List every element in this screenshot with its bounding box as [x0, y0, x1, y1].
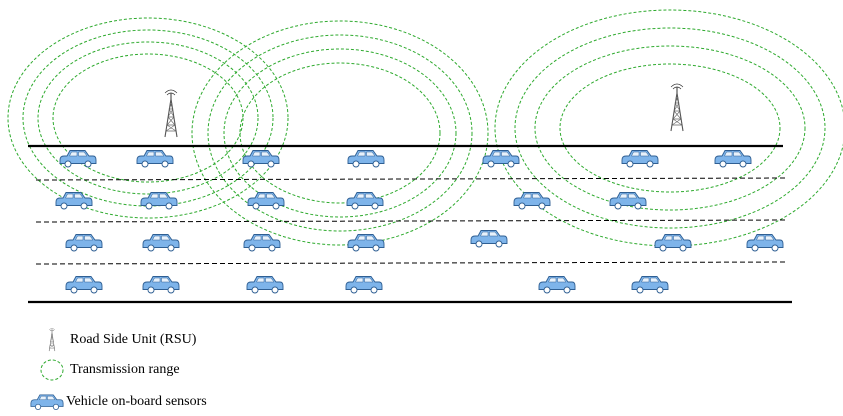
car-icon: [142, 276, 180, 294]
rsu-tower-icon: [670, 83, 684, 132]
transmission-range-ring: [239, 62, 441, 204]
car-icon: [243, 234, 281, 252]
car-icon: [609, 192, 647, 210]
legend-rsu: Road Side Unit (RSU): [38, 328, 196, 352]
transmission-range-ring: [207, 34, 473, 232]
legend-vehicle-label: Vehicle on-board sensors: [66, 394, 207, 409]
car-icon: [136, 150, 174, 168]
transmission-range-ring: [7, 17, 289, 219]
car-icon: [513, 192, 551, 210]
rsu-tower-icon: [38, 328, 66, 352]
transmission-range-ring: [534, 45, 806, 211]
legend-vehicle: Vehicle on-board sensors: [30, 390, 207, 414]
car-icon: [621, 150, 659, 168]
car-icon: [470, 230, 508, 248]
car-icon: [347, 234, 385, 252]
transmission-range-ring: [52, 53, 244, 183]
transmission-range-ring: [191, 20, 489, 246]
car-icon: [345, 276, 383, 294]
lane-divider: [35, 177, 789, 181]
car-icon: [142, 234, 180, 252]
transmission-range-ring: [514, 27, 826, 229]
car-icon: [246, 276, 284, 294]
car-icon: [346, 192, 384, 210]
lane-divider: [35, 219, 789, 223]
car-icon: [631, 276, 669, 294]
car-icon: [654, 234, 692, 252]
car-icon: [59, 150, 97, 168]
transmission-range-icon: [38, 358, 66, 382]
legend-rsu-label: Road Side Unit (RSU): [70, 332, 197, 347]
car-icon: [247, 192, 285, 210]
transmission-range-ring: [223, 48, 457, 218]
legend-transmission-range: Transmission range: [38, 358, 180, 382]
car-icon: [140, 192, 178, 210]
car-icon: [746, 234, 784, 252]
transmission-range-ring: [494, 9, 843, 247]
transmission-ranges: [7, 9, 843, 247]
car-icon: [30, 390, 64, 414]
transmission-range-ring: [559, 63, 781, 193]
road: [28, 144, 792, 304]
car-icon: [65, 276, 103, 294]
legend-range-label: Transmission range: [70, 362, 180, 377]
car-icon: [538, 276, 576, 294]
rsu-tower-icon: [164, 89, 178, 138]
car-icon: [242, 150, 280, 168]
transmission-range-ring: [22, 29, 274, 207]
car-icon: [65, 234, 103, 252]
transmission-range-ring: [37, 41, 259, 195]
lane-divider: [35, 261, 789, 265]
car-icon: [714, 150, 752, 168]
car-icon: [482, 150, 520, 168]
car-icon: [347, 150, 385, 168]
